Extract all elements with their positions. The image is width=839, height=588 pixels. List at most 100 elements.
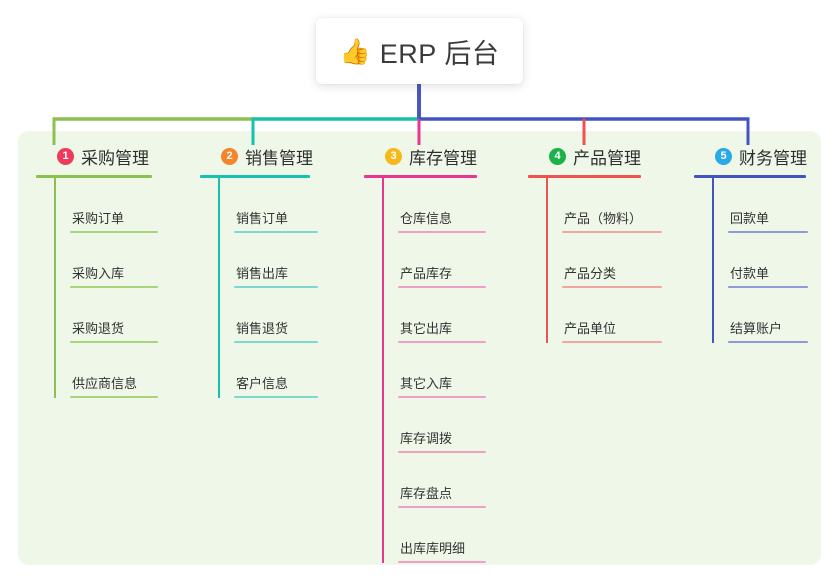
branch-items: 仓库信息产品库存其它出库其它入库库存调拨库存盘点出库库明细 — [364, 178, 486, 563]
branch-item-label: 产品库存 — [400, 266, 453, 281]
branch-item[interactable]: 客户信息 — [218, 343, 318, 398]
branch-item-rule — [562, 231, 662, 233]
branch-item-label: 销售订单 — [236, 211, 289, 226]
branch-item-label: 客户信息 — [236, 376, 289, 391]
branch-item-label: 产品单位 — [564, 321, 617, 336]
branch-item-rule — [234, 341, 318, 343]
branch-header-3[interactable]: 3 库存管理 — [364, 143, 486, 170]
branch-item[interactable]: 其它入库 — [382, 343, 486, 398]
branch-item-label: 结算账户 — [730, 321, 783, 336]
branch-item[interactable]: 供应商信息 — [54, 343, 158, 398]
branch-header-rule — [694, 175, 806, 178]
branch-spine — [382, 178, 384, 563]
branch-item-label: 回款单 — [730, 211, 770, 226]
branch-column-4: 4 产品管理产品（物料） 产品分类产品单位 — [528, 143, 662, 343]
branch-item-rule — [70, 231, 158, 233]
branch-item[interactable]: 产品库存 — [382, 233, 486, 288]
branch-item[interactable]: 销售退货 — [218, 288, 318, 343]
branch-items: 产品（物料） 产品分类产品单位 — [528, 178, 662, 343]
branch-item-rule — [728, 231, 808, 233]
diagram-panel — [18, 131, 821, 565]
branch-item[interactable]: 采购退货 — [54, 288, 158, 343]
branch-item[interactable]: 采购订单 — [54, 178, 158, 233]
branch-item[interactable]: 库存调拨 — [382, 398, 486, 453]
branch-item[interactable]: 销售订单 — [218, 178, 318, 233]
branch-item-rule — [398, 231, 486, 233]
branch-number-badge: 4 — [549, 148, 566, 165]
branch-item-label: 供应商信息 — [72, 376, 138, 391]
branch-title: 销售管理 — [245, 149, 313, 168]
branch-item-rule — [398, 561, 486, 563]
branch-header-rule — [200, 175, 310, 178]
branch-item[interactable]: 付款单 — [712, 233, 808, 288]
branch-item-label: 采购入库 — [72, 266, 125, 281]
branch-item-rule — [398, 451, 486, 453]
branch-item-label: 库存调拨 — [400, 431, 453, 446]
branch-items: 回款单付款单结算账户 — [694, 178, 808, 343]
branch-item-rule — [562, 341, 662, 343]
branch-item-label: 仓库信息 — [400, 211, 453, 226]
branch-item-rule — [728, 286, 808, 288]
branch-header-5[interactable]: 5 财务管理 — [694, 143, 808, 170]
branch-item-rule — [70, 396, 158, 398]
branch-title: 财务管理 — [739, 149, 807, 168]
root-title: ERP 后台 — [379, 38, 500, 69]
branch-item-rule — [562, 286, 662, 288]
branch-spine — [546, 178, 548, 343]
branch-item-label: 库存盘点 — [400, 486, 453, 501]
branch-item-label: 采购订单 — [72, 211, 125, 226]
branch-item[interactable]: 结算账户 — [712, 288, 808, 343]
branch-item-rule — [234, 396, 318, 398]
branch-header-1[interactable]: 1 采购管理 — [36, 143, 158, 170]
branch-item-label: 其它出库 — [400, 321, 453, 336]
branch-item-rule — [398, 506, 486, 508]
branch-number-badge: 1 — [57, 148, 74, 165]
branch-item-label: 采购退货 — [72, 321, 125, 336]
branch-title: 库存管理 — [409, 149, 477, 168]
branch-item-rule — [398, 341, 486, 343]
branch-item-label: 出库库明细 — [400, 541, 466, 556]
branch-header-4[interactable]: 4 产品管理 — [528, 143, 662, 170]
branch-spine — [54, 178, 56, 398]
root-node[interactable]: 👍 ERP 后台 — [316, 18, 523, 84]
branch-item[interactable]: 销售出库 — [218, 233, 318, 288]
branch-item[interactable]: 出库库明细 — [382, 508, 486, 563]
branch-number-badge: 5 — [715, 148, 732, 165]
branch-header-rule — [364, 175, 477, 178]
branch-header-rule — [36, 175, 152, 178]
branch-item-label: 其它入库 — [400, 376, 453, 391]
branch-title: 采购管理 — [81, 149, 149, 168]
branch-item-label: 产品（物料） — [564, 211, 643, 226]
branch-item[interactable]: 其它出库 — [382, 288, 486, 343]
branch-item[interactable]: 仓库信息 — [382, 178, 486, 233]
branch-items: 销售订单销售出库销售退货客户信息 — [200, 178, 318, 398]
branch-item-rule — [398, 286, 486, 288]
branch-column-1: 1 采购管理采购订单采购入库采购退货供应商信息 — [36, 143, 158, 398]
branch-column-3: 3 库存管理仓库信息产品库存其它出库其它入库库存调拨库存盘点出库库明细 — [364, 143, 486, 563]
branch-item-rule — [728, 341, 808, 343]
thumbs-up-icon: 👍 — [339, 37, 371, 66]
branch-item-rule — [398, 396, 486, 398]
branch-item[interactable]: 产品分类 — [546, 233, 662, 288]
branch-item-label: 产品分类 — [564, 266, 617, 281]
branch-title: 产品管理 — [573, 149, 641, 168]
branch-item-rule — [70, 286, 158, 288]
branch-number-badge: 3 — [385, 148, 402, 165]
branch-item-rule — [70, 341, 158, 343]
branch-item[interactable]: 采购入库 — [54, 233, 158, 288]
branch-item[interactable]: 产品单位 — [546, 288, 662, 343]
branch-items: 采购订单采购入库采购退货供应商信息 — [36, 178, 158, 398]
branch-item[interactable]: 回款单 — [712, 178, 808, 233]
branch-spine — [218, 178, 220, 398]
branch-item-label: 付款单 — [730, 266, 770, 281]
branch-column-5: 5 财务管理回款单付款单结算账户 — [694, 143, 808, 343]
branch-item[interactable]: 库存盘点 — [382, 453, 486, 508]
branch-item[interactable]: 产品（物料） — [546, 178, 662, 233]
branch-item-rule — [234, 286, 318, 288]
branch-item-label: 销售出库 — [236, 266, 289, 281]
branch-spine — [712, 178, 714, 343]
branch-header-rule — [528, 175, 641, 178]
